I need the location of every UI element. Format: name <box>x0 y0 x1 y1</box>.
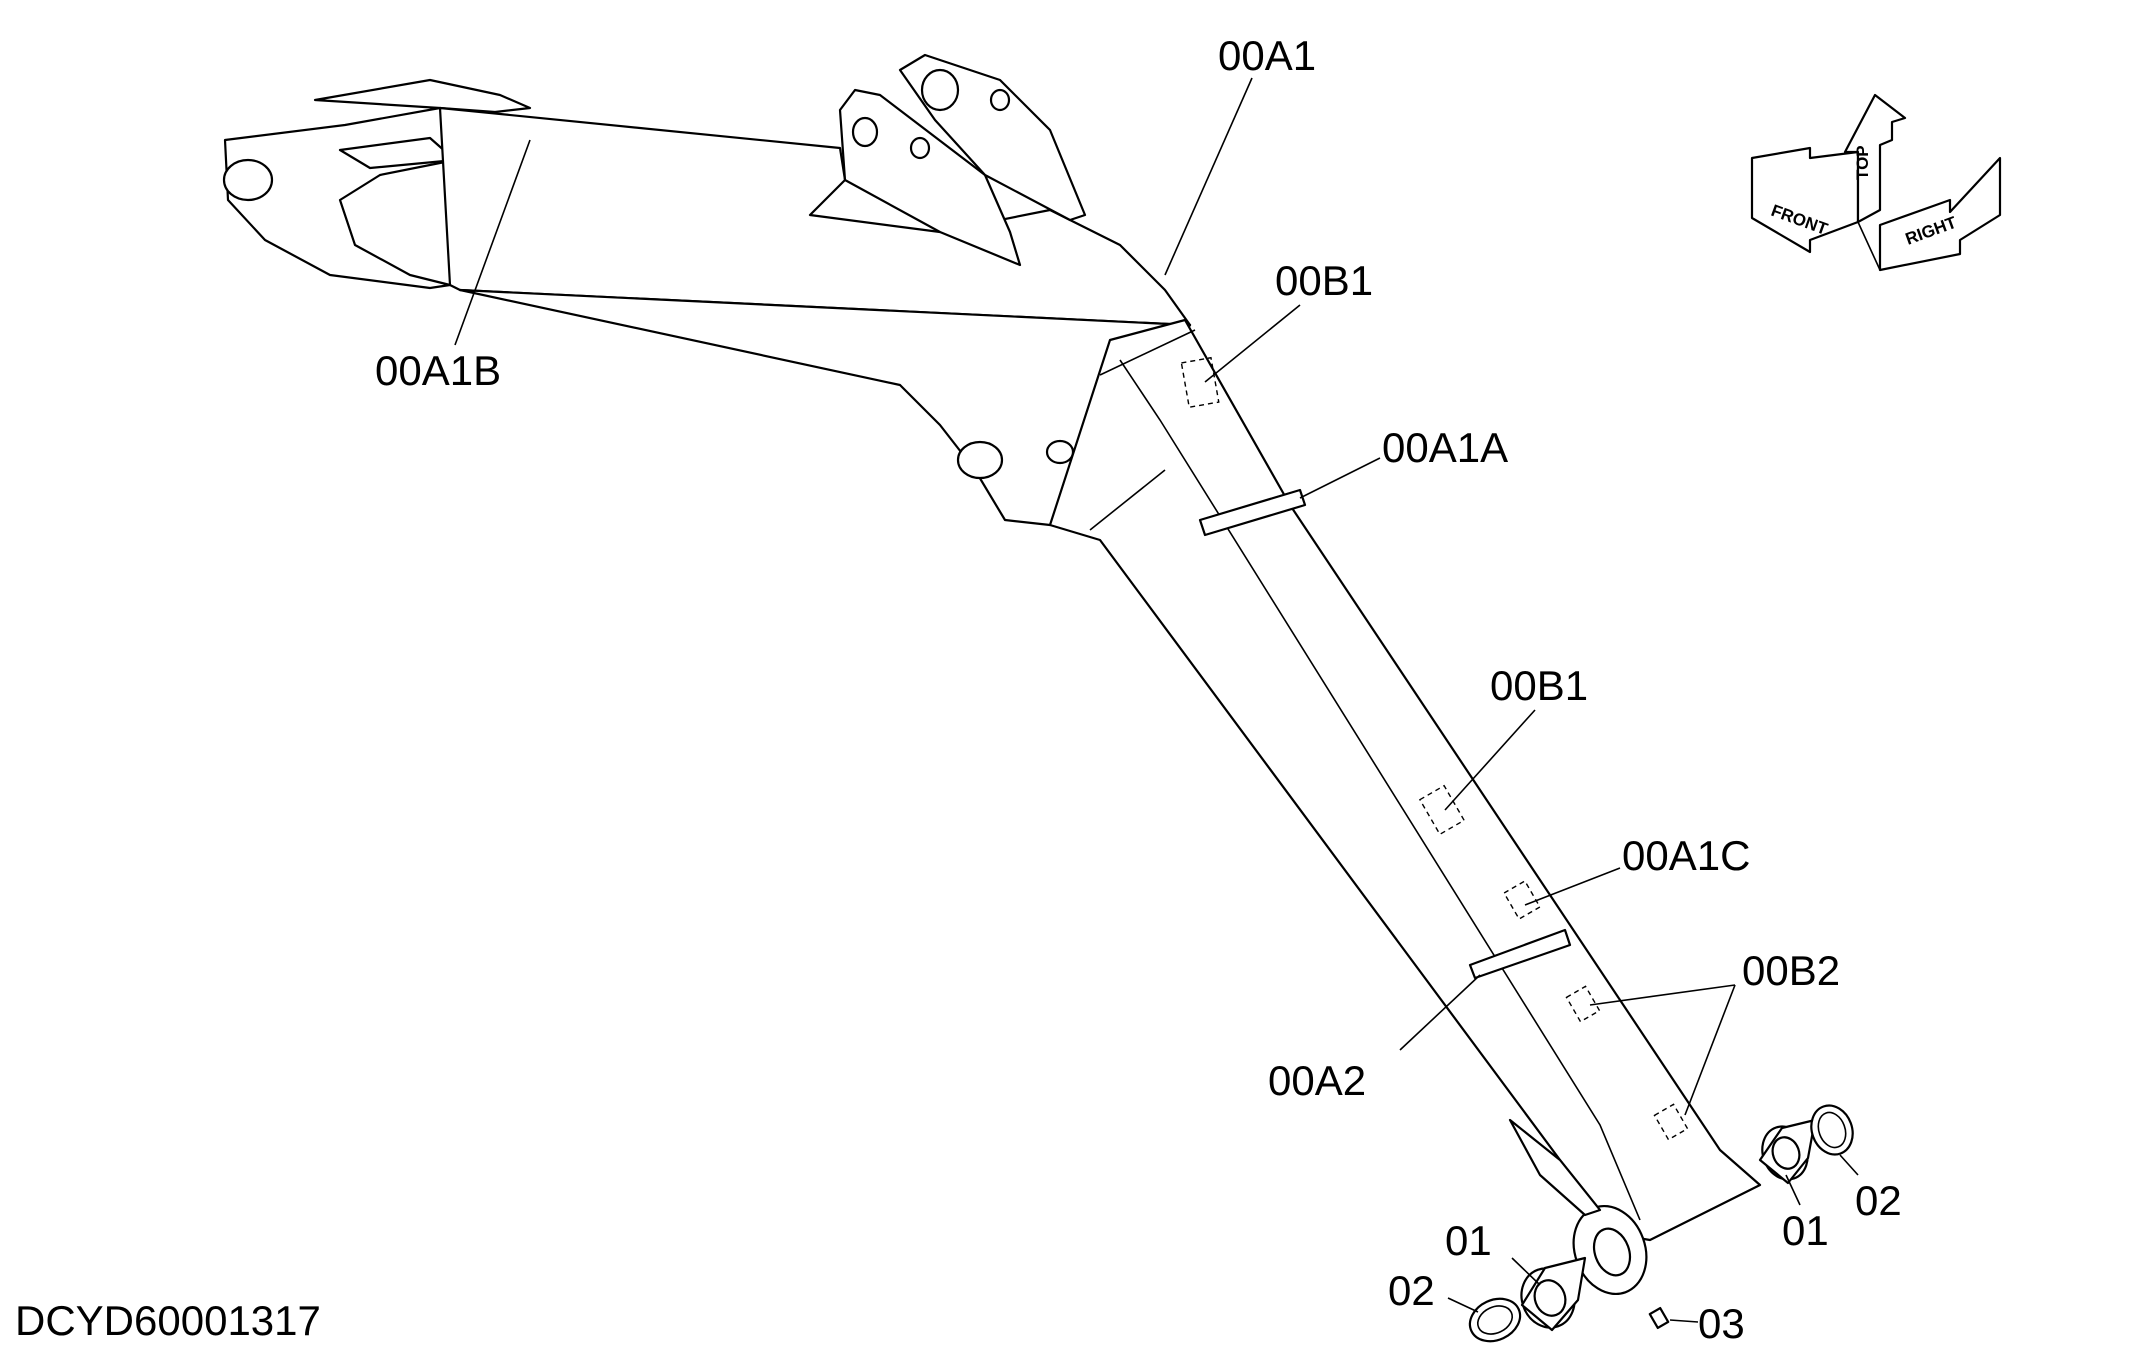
top-arrow-icon <box>1843 93 1907 224</box>
callout-labels: 00A1 00A1B 00B1 00A1A 00B1 00A1C 00B2 00… <box>15 32 1902 1345</box>
callout-00a1c: 00A1C <box>1622 832 1750 879</box>
callout-02-right: 02 <box>1855 1177 1902 1224</box>
callout-01-left: 01 <box>1445 1217 1492 1264</box>
callout-00b1-upper: 00B1 <box>1275 257 1373 304</box>
boom-arm <box>222 53 1762 1296</box>
callout-01-right: 01 <box>1782 1207 1829 1254</box>
orientation-indicator: FRONT TOP RIGHT <box>1750 93 2002 272</box>
callout-00b2: 00B2 <box>1742 947 1840 994</box>
callout-00a1: 00A1 <box>1218 32 1316 79</box>
right-arrow-icon <box>1878 156 2002 272</box>
callout-00a2: 00A2 <box>1268 1057 1366 1104</box>
callout-03: 03 <box>1698 1300 1745 1345</box>
drawing-id: DCYD60001317 <box>15 1297 321 1344</box>
top-label: TOP <box>1853 145 1872 180</box>
callout-00b1-lower: 00B1 <box>1490 662 1588 709</box>
leader-lines <box>454 77 1859 1323</box>
callout-00a1a: 00A1A <box>1382 424 1508 471</box>
front-arrow-icon <box>1750 146 1860 254</box>
loose-parts <box>1468 1104 1854 1343</box>
callout-00a1b: 00A1B <box>375 347 501 394</box>
callout-02-left: 02 <box>1388 1267 1435 1314</box>
